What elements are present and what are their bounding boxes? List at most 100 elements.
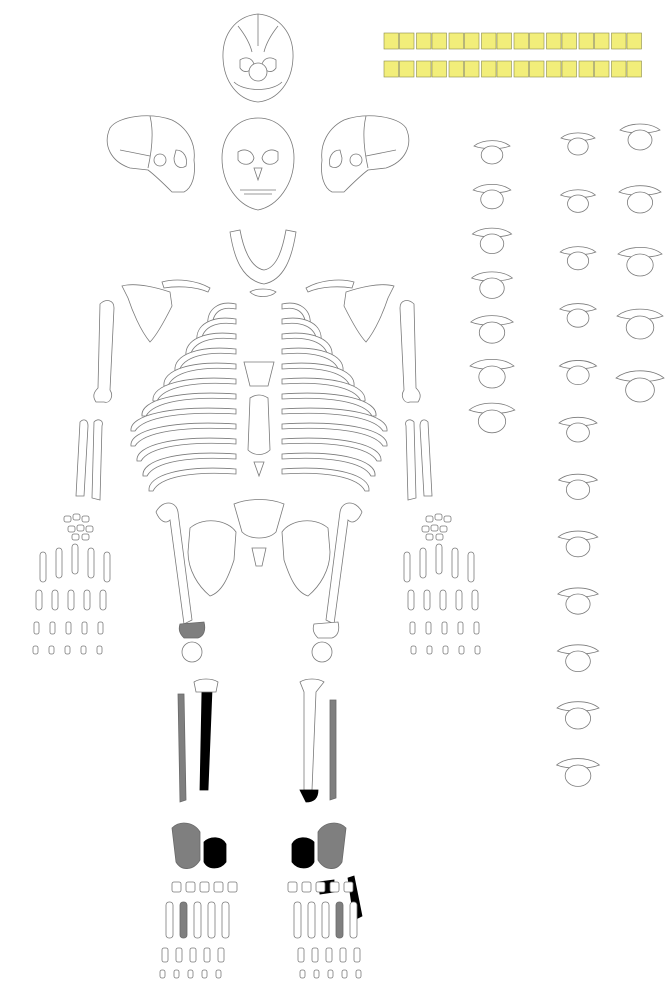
skull-superior-view (223, 14, 293, 102)
tooth (449, 33, 464, 49)
tooth (627, 61, 642, 77)
tooth (384, 33, 399, 49)
cervical-vertebra-body (480, 234, 504, 254)
distal-phalanx (65, 646, 70, 654)
left-patella (312, 642, 332, 662)
left-talus (292, 838, 314, 868)
metatarsal (194, 902, 201, 938)
tooth (465, 61, 480, 77)
right-humerus (94, 301, 114, 403)
cervical-vertebra-body (480, 278, 504, 298)
distal-phalanx (160, 970, 165, 978)
distal-phalanx (216, 970, 221, 978)
metacarpal (72, 544, 78, 574)
carpal (64, 516, 71, 522)
right-os-coxae (188, 521, 236, 596)
dental-chart (384, 33, 642, 77)
tarsal (186, 882, 195, 892)
tooth (514, 33, 529, 49)
tooth (497, 61, 512, 77)
tooth (497, 33, 512, 49)
thoracic-vertebra-body (568, 195, 589, 212)
cervical-vertebra-body (478, 410, 505, 433)
proximal-phalanx (424, 590, 430, 610)
upper-teeth-row (384, 33, 642, 49)
cervical-vertebra-body (479, 366, 505, 388)
proximal-phalanx (68, 590, 74, 610)
carpal (73, 514, 80, 520)
tooth (432, 33, 447, 49)
proximal-phalanx (52, 590, 58, 610)
tooth (400, 61, 415, 77)
distal-phalanx (459, 646, 464, 654)
tooth (432, 61, 447, 77)
distal-phalanx (97, 646, 102, 654)
metatarsal (294, 902, 301, 938)
proximal-phalanx (36, 590, 42, 610)
carpal (440, 526, 447, 532)
proximal-phalanx (340, 948, 346, 962)
metatarsal (166, 902, 173, 938)
tooth (482, 33, 497, 49)
metatarsal (350, 902, 357, 938)
metatarsal (180, 902, 187, 938)
middle-phalanx (474, 622, 479, 634)
right-scapula (122, 285, 172, 342)
middle-phalanx (458, 622, 463, 634)
distal-phalanx (427, 646, 432, 654)
distal-phalanx (33, 646, 38, 654)
carpal (82, 516, 89, 522)
right-fibula (178, 694, 186, 802)
carpal (72, 534, 79, 540)
lumbar-vertebra-body (628, 130, 652, 150)
right-hand-bones (33, 514, 110, 654)
proximal-phalanx (408, 590, 414, 610)
thoracic-vertebra-body (566, 480, 589, 499)
thoracic-vertebra-body (566, 651, 591, 672)
skull-left-lateral-view (321, 116, 408, 192)
proximal-phalanx (440, 590, 446, 610)
thoracic-vertebrae (557, 133, 600, 787)
thoracic-vertebra-body (565, 765, 591, 786)
middle-phalanx (410, 622, 415, 634)
metacarpal (404, 552, 410, 582)
tooth (417, 61, 432, 77)
proximal-phalanx (326, 948, 332, 962)
metacarpal (436, 544, 442, 574)
metacarpal (104, 552, 110, 582)
right-patella (182, 642, 202, 662)
middle-phalanx (82, 622, 87, 634)
rib (282, 468, 369, 491)
cervical-vertebra-body (481, 146, 503, 164)
middle-phalanx (98, 622, 103, 634)
metacarpal (468, 552, 474, 582)
tarsal (214, 882, 223, 892)
tooth (530, 33, 545, 49)
tooth (579, 61, 594, 77)
tooth (400, 33, 415, 49)
tooth (530, 61, 545, 77)
distal-phalanx (342, 970, 347, 978)
left-humerus (400, 301, 420, 403)
carpal (444, 516, 451, 522)
lumbar-vertebra-body (627, 192, 652, 213)
distal-phalanx (356, 970, 361, 978)
sacrum (234, 500, 284, 539)
lumbar-vertebra-body (626, 316, 654, 339)
tooth (562, 33, 577, 49)
tooth (384, 61, 399, 77)
distal-phalanx (328, 970, 333, 978)
proximal-phalanx (354, 948, 360, 962)
cervical-vertebrae (469, 141, 515, 433)
skull-anterior-view (222, 118, 294, 210)
distal-phalanx (443, 646, 448, 654)
cervical-vertebra-body (481, 190, 504, 209)
left-tibia (300, 679, 324, 790)
tarsal (302, 882, 311, 892)
tooth (612, 61, 627, 77)
proximal-phalanx (204, 948, 210, 962)
distal-phalanx (314, 970, 319, 978)
middle-phalanx (34, 622, 39, 634)
carpal (426, 534, 433, 540)
